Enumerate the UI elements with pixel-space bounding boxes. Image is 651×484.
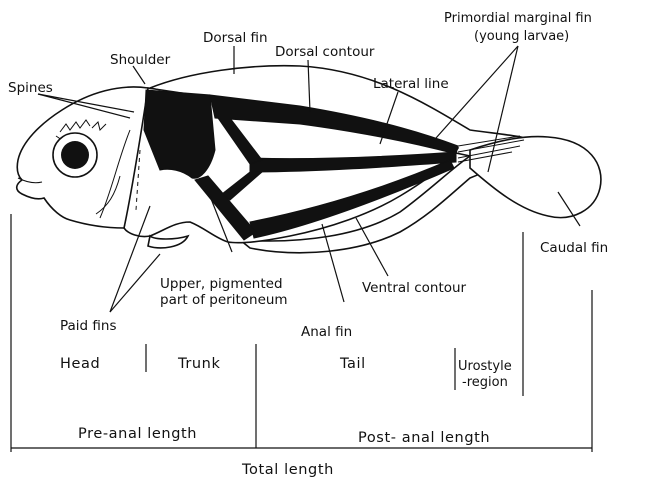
label-primordial-line1: Primordial marginal fin (444, 11, 592, 26)
label-lateral-line: Lateral line (373, 76, 449, 92)
post-anal-length: Post- anal length (358, 430, 490, 446)
label-shoulder: Shoulder (110, 52, 171, 68)
section-urostyle-line1: Urostyle (458, 359, 512, 374)
label-paired-fins: Paid fins (60, 318, 117, 334)
paired-fin-shape (148, 236, 188, 248)
pupil (61, 141, 89, 169)
section-trunk: Trunk (177, 356, 220, 372)
label-ventral-contour: Ventral contour (362, 280, 467, 296)
section-tail: Tail (339, 356, 366, 372)
section-urostyle-line2: -region (462, 375, 508, 390)
label-anal-fin: Anal fin (301, 324, 352, 340)
total-length: Total length (241, 462, 334, 478)
pre-anal-length: Pre-anal length (78, 426, 197, 442)
label-upper-line1: Upper, pigmented (160, 276, 283, 292)
section-head: Head (60, 356, 100, 372)
label-primordial-line2: (young larvae) (474, 29, 569, 44)
label-dorsal-fin: Dorsal fin (203, 30, 268, 46)
label-dorsal-contour: Dorsal contour (275, 44, 375, 60)
label-spines: Spines (8, 80, 53, 96)
label-upper-line2: part of peritoneum (160, 292, 288, 308)
caudal-fin-shape (470, 137, 601, 218)
label-caudal-fin: Caudal fin (540, 240, 608, 256)
